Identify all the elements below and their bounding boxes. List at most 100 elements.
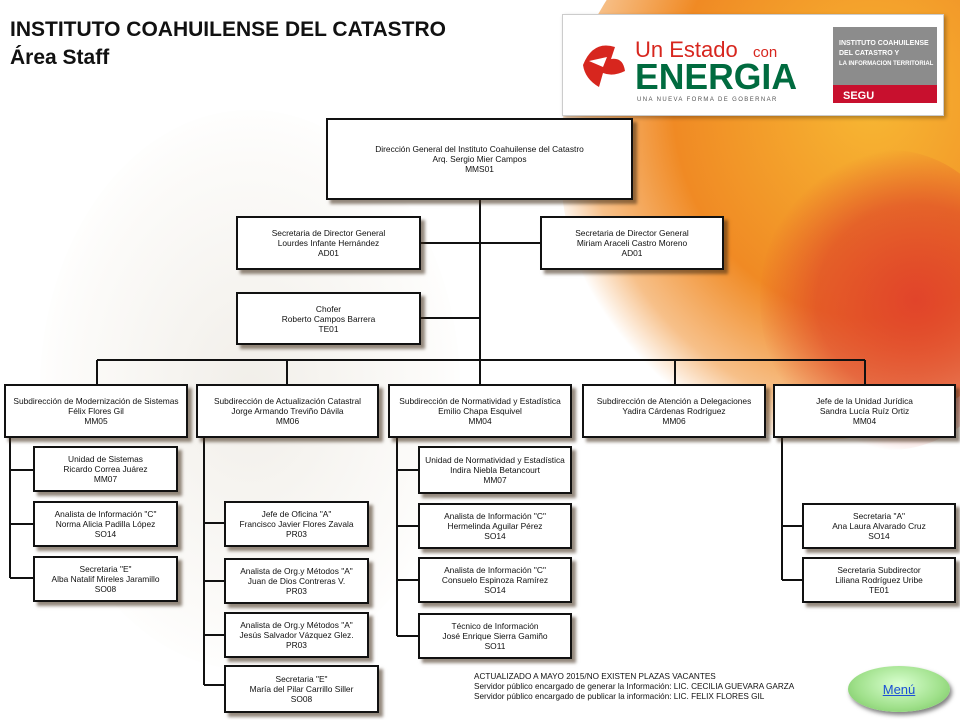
node-person: Arq. Sergio Mier Campos — [432, 154, 527, 164]
node-person: José Enrique Sierra Gamiño — [442, 631, 548, 641]
node-subdireccion-actualizacion: Subdirección de Actualización Catastral … — [196, 384, 379, 438]
energia-logo-graphic: Un Estado con ENERGIA UNA NUEVA FORMA DE… — [583, 27, 937, 103]
menu-button[interactable]: Menú — [848, 666, 950, 712]
node-person: Norma Alicia Padilla López — [55, 519, 156, 529]
node-analista-org-metodos-2: Analista de Org.y Métodos "A" Jesús Salv… — [224, 612, 369, 658]
node-title: Analista de Org.y Métodos "A" — [240, 566, 353, 576]
node-code: PR03 — [286, 586, 307, 596]
node-code: MMS01 — [465, 164, 494, 174]
node-person: Indira Niebla Betancourt — [450, 465, 540, 475]
node-title: Chofer — [315, 303, 342, 314]
footer-updated-note: ACTUALIZADO A MAYO 2015/NO EXISTEN PLAZA… — [474, 672, 716, 681]
node-code: TE01 — [868, 585, 890, 595]
logo-slogan-con: con — [753, 44, 777, 61]
node-code: MM05 — [84, 416, 108, 426]
node-title: Analista de Información "C" — [444, 565, 546, 575]
node-person: Liliana Rodríguez Uribe — [835, 575, 923, 585]
node-title: Analista de Información "C" — [444, 511, 546, 521]
node-title: Unidad de Normatividad y Estadística — [425, 455, 565, 465]
node-secretaria-a: Secretaria "A" Ana Laura Alvarado Cruz S… — [802, 503, 956, 549]
node-code: MM04 — [852, 416, 877, 426]
node-code: SO08 — [290, 694, 313, 704]
node-tecnico-informacion: Técnico de Información José Enrique Sier… — [418, 613, 572, 659]
node-code: TE01 — [318, 323, 339, 334]
node-jefe-unidad-juridica: Jefe de la Unidad Jurídica Sandra Lucía … — [773, 384, 956, 438]
logo-segu: SEGU — [843, 90, 874, 102]
node-secretaria-e-modernizacion: Secretaria "E" Alba Natalif Mireles Jara… — [33, 556, 178, 602]
logo-slogan-sub: UNA NUEVA FORMA DE GOBERNAR — [637, 97, 778, 103]
node-title: Secretaria "E" — [79, 564, 132, 574]
node-secretaria-director-left: Secretaria de Director General Lourdes I… — [236, 216, 421, 270]
footer-publisher-note: Servidor público encargado de publicar l… — [474, 692, 765, 701]
node-secretaria-director-right: Secretaria de Director General Miriam Ar… — [540, 216, 724, 270]
node-code: MM07 — [93, 474, 118, 484]
node-title: Secretaria "A" — [852, 511, 906, 521]
logo-slogan-top: Un Estado — [635, 37, 738, 62]
node-person: Jorge Armando Treviño Dávila — [231, 406, 344, 416]
node-code: AD01 — [621, 248, 643, 258]
node-code: AD01 — [318, 248, 339, 258]
logo-institute-line2: DEL CATASTRO Y — [839, 50, 899, 57]
node-subdireccion-modernizacion: Subdirección de Modernización de Sistema… — [4, 384, 188, 438]
node-code: MM04 — [468, 416, 492, 426]
node-title: Secretaria "E" — [275, 674, 328, 684]
node-person: Yadira Cárdenas Rodríguez — [622, 406, 726, 416]
node-person: Jesús Salvador Vázquez Glez. — [239, 630, 354, 640]
node-subdireccion-atencion: Subdirección de Atención a Delegaciones … — [582, 384, 766, 438]
node-secretaria-subdirector: Secretaria Subdirector Liliana Rodríguez… — [802, 557, 956, 603]
footer-notes: ACTUALIZADO A MAYO 2015/NO EXISTEN PLAZA… — [474, 672, 794, 702]
node-title: Dirección General del Instituto Coahuile… — [375, 144, 584, 154]
node-code: MM07 — [483, 475, 507, 485]
node-code: MM06 — [662, 416, 686, 426]
node-code: SO11 — [484, 641, 506, 651]
node-title: Analista de Org.y Métodos "A" — [240, 620, 353, 630]
node-analista-org-metodos-1: Analista de Org.y Métodos "A" Juan de Di… — [224, 558, 369, 604]
logo-institute-line1: INSTITUTO COAHUILENSE — [839, 40, 929, 47]
node-code: SO14 — [868, 531, 890, 541]
node-analista-informacion-normatividad-2: Analista de Información "C" Consuelo Esp… — [418, 557, 572, 603]
node-jefe-oficina: Jefe de Oficina "A" Francisco Javier Flo… — [224, 501, 369, 547]
menu-button-label[interactable]: Menú — [882, 681, 916, 697]
node-title: Secretaria de Director General — [271, 228, 386, 238]
node-code: SO14 — [94, 529, 117, 539]
node-person: Roberto Campos Barrera — [281, 313, 376, 324]
node-unidad-normatividad: Unidad de Normatividad y Estadística Ind… — [418, 446, 572, 494]
node-person: Ricardo Correa Juárez — [63, 464, 148, 474]
node-person: María del Pilar Carrillo Siller — [249, 684, 354, 694]
node-title: Subdirección de Actualización Catastral — [213, 396, 362, 406]
node-direccion-general: Dirección General del Instituto Coahuile… — [326, 118, 633, 200]
node-code: SO14 — [484, 585, 506, 595]
node-title: Unidad de Sistemas — [68, 454, 143, 464]
government-logo: Un Estado con ENERGIA UNA NUEVA FORMA DE… — [562, 14, 944, 116]
node-code: MM06 — [275, 416, 300, 426]
node-title: Subdirección de Modernización de Sistema… — [13, 396, 179, 406]
node-subdireccion-normatividad: Subdirección de Normatividad y Estadísti… — [388, 384, 572, 438]
node-analista-informacion-modernizacion: Analista de Información "C" Norma Alicia… — [33, 501, 178, 547]
node-title: Secretaria Subdirector — [837, 565, 921, 575]
node-code: SO08 — [94, 584, 117, 594]
page-title: INSTITUTO COAHUILENSE DEL CATASTRO — [10, 18, 446, 41]
node-title: Jefe de la Unidad Jurídica — [816, 396, 913, 406]
footer-generator-note: Servidor público encargado de generar la… — [474, 682, 795, 691]
node-person: Juan de Dios Contreras V. — [247, 576, 346, 586]
node-person: Francisco Javier Flores Zavala — [239, 519, 354, 529]
node-person: Emilio Chapa Esquivel — [438, 406, 522, 416]
node-code: SO14 — [484, 531, 506, 541]
node-title: Analista de Información "C" — [54, 509, 157, 519]
node-person: Ana Laura Alvarado Cruz — [832, 521, 926, 531]
node-title: Técnico de Información — [451, 621, 539, 631]
logo-institute-line3: LA INFORMACION TERRITORIAL — [839, 61, 934, 67]
node-person: Félix Flores Gil — [68, 406, 124, 416]
node-person: Lourdes Infante Hernández — [277, 238, 380, 248]
node-title: Jefe de Oficina "A" — [261, 509, 332, 519]
node-person: Alba Natalif Mireles Jaramillo — [51, 574, 160, 584]
node-title: Subdirección de Atención a Delegaciones — [596, 396, 752, 406]
node-person: Miriam Araceli Castro Moreno — [576, 238, 688, 248]
node-chofer: Chofer Roberto Campos Barrera TE01 — [236, 292, 421, 345]
node-title: Secretaria de Director General — [575, 228, 689, 238]
page-subtitle: Área Staff — [10, 46, 110, 69]
node-code: PR03 — [286, 640, 307, 650]
logo-slogan-main: ENERGIA — [635, 56, 797, 97]
